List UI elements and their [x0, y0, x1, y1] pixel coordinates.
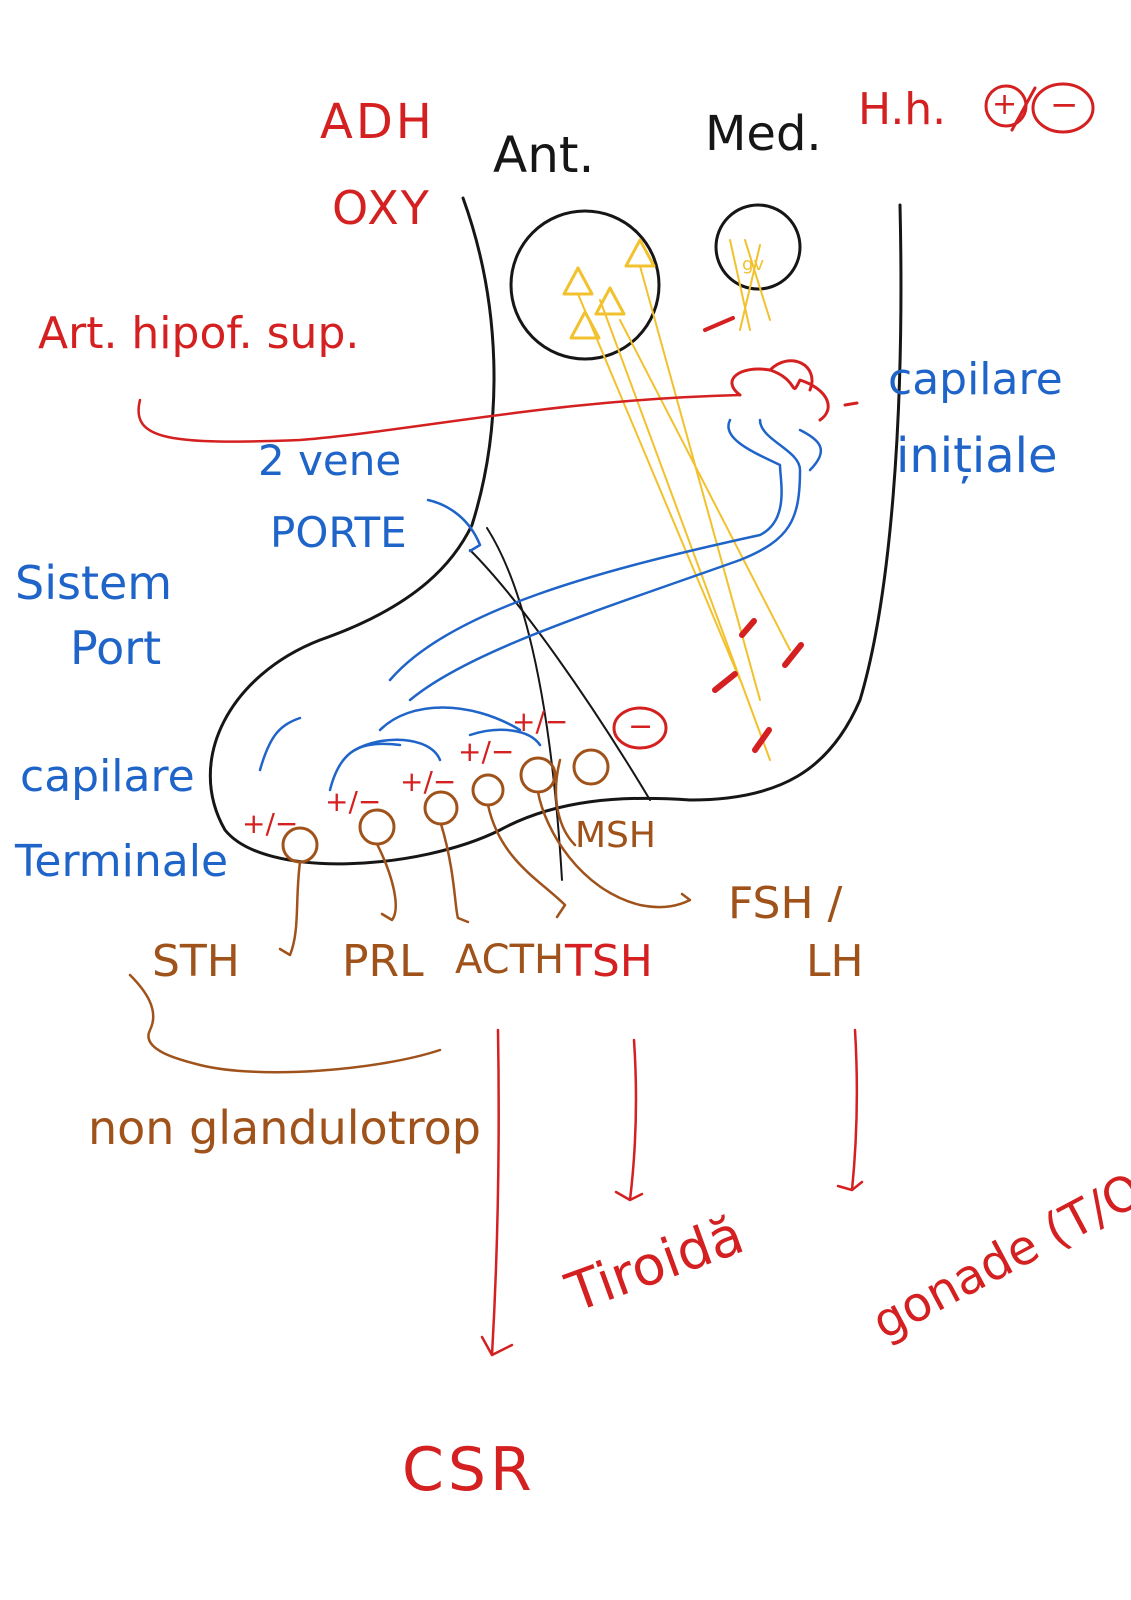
minus-circle: [1031, 82, 1095, 134]
terminal-capillaries-label-line1: capilare: [20, 751, 195, 802]
regulation-mark-prl: +/−: [325, 785, 382, 818]
hormone-sth: STH: [152, 936, 240, 987]
hormone-prl: PRL: [342, 936, 424, 987]
stimulate-symbol: +: [992, 87, 1018, 122]
inhibit-circle: [612, 706, 668, 750]
red-dash-3: [739, 618, 757, 638]
msh-label: MSH: [575, 815, 656, 856]
adh-label: ADH: [320, 94, 435, 150]
portal-system-label-line2: Port: [70, 621, 162, 675]
inhibit-symbol: −: [1050, 85, 1079, 125]
red-dash-6: [752, 727, 772, 753]
cell-connectors: [128, 758, 692, 1074]
target-arrows: [480, 1028, 864, 1357]
red-dash-4: [782, 642, 804, 668]
hormone-fsh: FSH /: [728, 878, 843, 929]
initial-capillaries-label-line2: inițiale: [896, 428, 1058, 484]
hormone-acth: ACTH: [455, 937, 565, 983]
regulation-mark-gonadotropin: +/−: [512, 705, 569, 738]
hypothalamic-hormones-label: H.h.: [858, 84, 947, 135]
plus-minus-separator: [1010, 86, 1037, 132]
regulation-mark-sth: +/−: [242, 807, 299, 840]
stalk-line-2: [469, 549, 651, 801]
superior-hypophyseal-artery-label: Art. hipof. sup.: [38, 308, 360, 359]
pituitary-outline: [208, 196, 903, 866]
inhibit-circle-sign: −: [628, 709, 654, 744]
median-nucleus-scribble: gv: [742, 254, 764, 275]
portal-system: [258, 418, 822, 792]
median-nucleus-circle: [714, 203, 802, 291]
regulation-mark-tsh: +/−: [458, 735, 515, 768]
initial-capillary-loops-red: [730, 359, 830, 422]
red-dash-5: [712, 671, 738, 693]
anterior-nucleus-circle: [509, 209, 661, 361]
initial-capillaries-label-line1: capilare: [888, 354, 1063, 405]
red-dash-1: [843, 401, 859, 407]
non-glandulotropic-label: non glandulotrop: [88, 1101, 481, 1155]
red-dash-2: [703, 316, 735, 332]
superior-hypophyseal-artery: [137, 393, 742, 443]
median-nucleus-label: Med.: [705, 106, 822, 162]
portal-veins-label-line2: PORTE: [270, 508, 407, 557]
portal-veins-label-line1: 2 vene: [258, 436, 402, 485]
regulation-mark-acth: +/−: [400, 765, 457, 798]
hormone-lh: LH: [806, 936, 864, 987]
portal-system-label-line1: Sistem: [15, 556, 173, 610]
anterior-nucleus-label: Ant.: [493, 126, 595, 184]
target-csr: CSR: [402, 1435, 536, 1505]
terminal-capillaries-label-line2: Terminale: [15, 836, 229, 887]
oxy-label: OXY: [332, 181, 431, 235]
neuron-axons: [577, 239, 791, 761]
hormone-tsh: TSH: [565, 936, 653, 987]
